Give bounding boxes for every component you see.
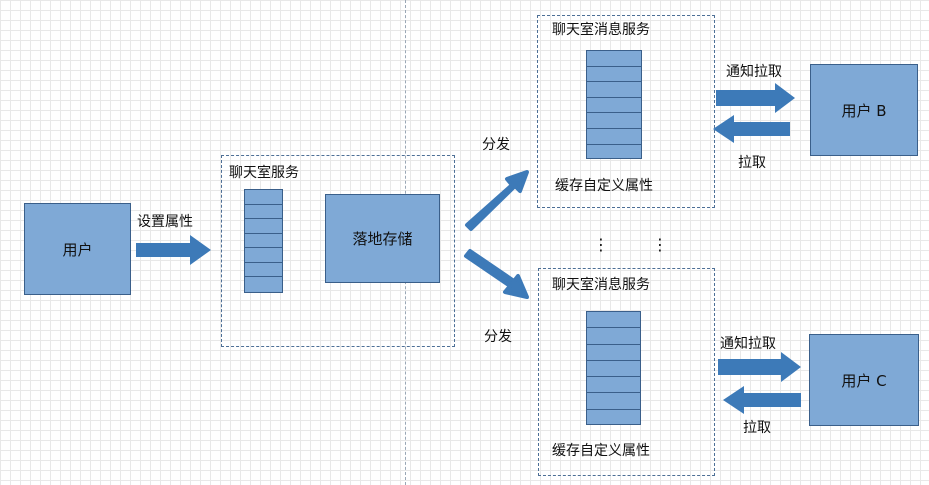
ellipsis-left: ⋮ xyxy=(593,235,609,254)
storage-box: 落地存储 xyxy=(325,194,440,283)
user-b-label: 用户 B xyxy=(841,101,887,120)
chat-service-container: 聊天室服务 xyxy=(221,155,455,347)
message-service-bottom-title: 聊天室消息服务 xyxy=(552,277,650,293)
arrow-pull-user-b xyxy=(713,115,790,143)
message-service-top-title: 聊天室消息服务 xyxy=(552,22,650,38)
arrow-dispatch-up xyxy=(465,170,529,231)
user-a-box: 用户 xyxy=(24,203,131,295)
message-service-bottom-cache-label: 缓存自定义属性 xyxy=(552,443,650,459)
user-b-pull-label: 拉取 xyxy=(738,155,766,171)
message-service-top-queue xyxy=(586,50,642,159)
message-service-top-container: 聊天室消息服务 缓存自定义属性 xyxy=(537,15,715,208)
chat-service-title: 聊天室服务 xyxy=(229,165,299,181)
user-b-notify-label: 通知拉取 xyxy=(726,64,782,80)
ellipsis-right: ⋮ xyxy=(652,235,668,254)
message-service-bottom-container: 聊天室消息服务 缓存自定义属性 xyxy=(538,268,715,476)
set-attribute-label: 设置属性 xyxy=(137,214,193,230)
storage-label: 落地存储 xyxy=(352,230,413,248)
arrow-pull-user-c xyxy=(723,386,801,414)
user-c-box: 用户 C xyxy=(809,334,919,426)
arrow-notify-user-c xyxy=(718,352,801,382)
arrow-dispatch-down xyxy=(464,249,529,299)
dispatch-top-label: 分发 xyxy=(482,137,510,153)
user-c-notify-label: 通知拉取 xyxy=(720,336,776,352)
arrow-user-to-service xyxy=(136,235,211,265)
dispatch-bottom-label: 分发 xyxy=(484,329,512,345)
message-service-top-cache-label: 缓存自定义属性 xyxy=(555,178,653,194)
arrow-notify-user-b xyxy=(716,83,795,113)
user-a-label: 用户 xyxy=(62,240,93,259)
message-service-bottom-queue xyxy=(586,311,641,425)
user-c-label: 用户 C xyxy=(841,371,887,390)
user-b-box: 用户 B xyxy=(810,64,918,156)
user-c-pull-label: 拉取 xyxy=(743,420,771,436)
chat-service-queue xyxy=(244,189,283,293)
